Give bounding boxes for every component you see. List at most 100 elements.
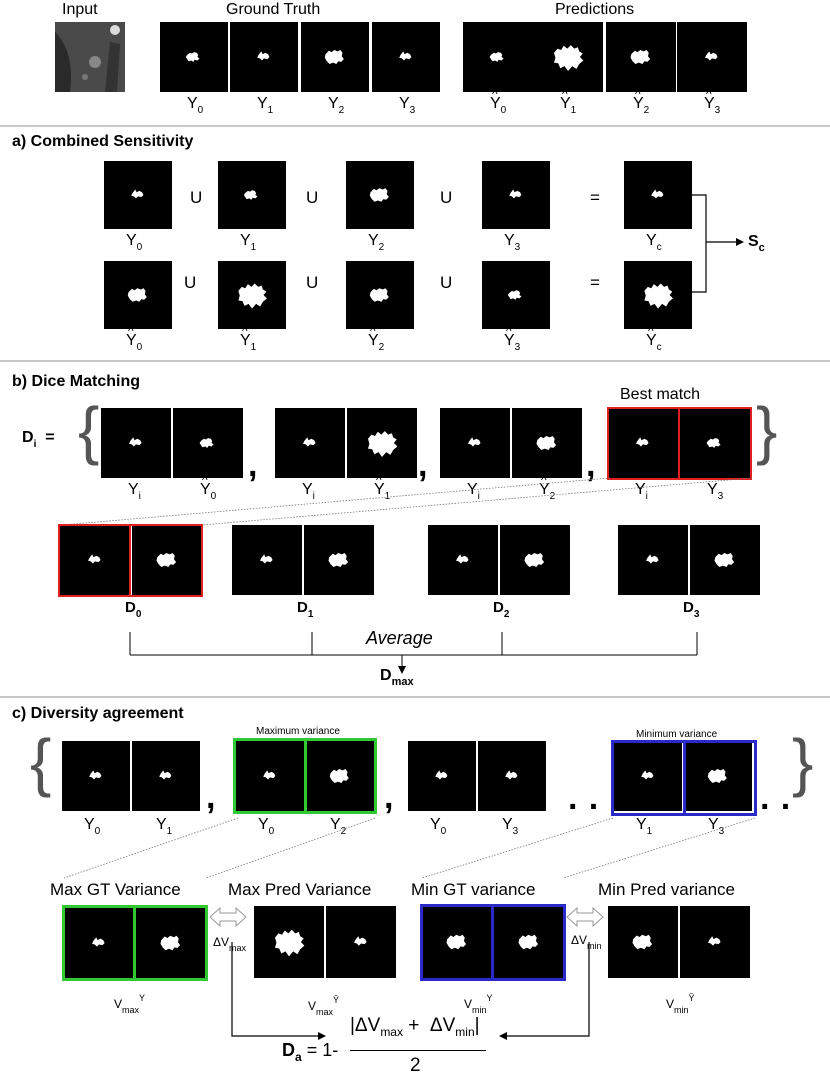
mask-image xyxy=(500,525,570,595)
mask-image xyxy=(428,525,498,595)
minimum-variance-label: Minimum variance xyxy=(636,729,718,740)
variance-connectors xyxy=(63,817,756,879)
vmin-y-label: VminY xyxy=(464,993,493,1015)
union-operator: U xyxy=(306,273,319,292)
ground-truth-title: Ground Truth xyxy=(226,1,321,18)
mask-image xyxy=(232,525,302,595)
sc-output: Sc xyxy=(748,233,765,255)
mask-label: Y3 xyxy=(504,232,521,254)
mask-image xyxy=(690,525,760,595)
left-brace: { xyxy=(30,726,52,798)
mask-image xyxy=(482,261,550,329)
mask-label: Y^3 xyxy=(704,87,721,116)
min-pred-variance-label: Min Pred variance xyxy=(598,880,736,899)
section-b-title: b) Dice Matching xyxy=(12,373,141,390)
formula-lhs: Da = 1- xyxy=(282,1040,339,1064)
maximum-variance-label: Maximum variance xyxy=(256,726,340,737)
mask-image xyxy=(478,741,546,811)
formula-arrows xyxy=(231,942,590,1040)
mask-image xyxy=(494,906,564,978)
mask-image xyxy=(347,408,417,478)
mask-label: Yc xyxy=(646,232,662,254)
mask-label: Y1 xyxy=(257,95,274,117)
mask-label: Y^0 xyxy=(490,87,507,116)
delta-vmax-label: ΔVmax xyxy=(213,935,247,953)
union-operator: U xyxy=(306,188,319,207)
mask-image xyxy=(463,22,533,92)
mask-image xyxy=(606,22,676,92)
equals-operator: = xyxy=(590,273,600,292)
vmax-y-label: VmaxY xyxy=(114,993,146,1015)
mask-label: Y1 xyxy=(636,816,653,838)
section-a-title: a) Combined Sensitivity xyxy=(12,133,194,150)
input-title: Input xyxy=(62,1,98,18)
min-gt-variance-label: Min GT variance xyxy=(411,880,536,899)
mask-image xyxy=(254,906,324,978)
min-gt-variance-divider xyxy=(491,904,494,981)
mask-image xyxy=(104,261,172,329)
comma-separator: , xyxy=(384,778,394,816)
mask-label: Y0 xyxy=(187,95,204,117)
input-ct-image xyxy=(55,22,125,92)
mask-image xyxy=(677,22,747,92)
mask-image xyxy=(684,741,752,811)
mask-label: Y0 xyxy=(258,816,275,838)
best-match-connector xyxy=(61,477,753,526)
mask-label: Yi xyxy=(635,481,648,503)
mask-image xyxy=(173,408,243,478)
mask-label: Y^1 xyxy=(374,473,391,502)
vmin-yhat-label: VminŶ xyxy=(666,993,695,1015)
union-operator: U xyxy=(190,188,203,207)
fraction-bar xyxy=(350,1050,486,1051)
mask-label: Y^3 xyxy=(707,473,724,502)
vmax-yhat-label: VmaxŶ xyxy=(308,995,340,1017)
mask-image xyxy=(440,408,510,478)
mask-label: Yi xyxy=(302,481,315,503)
comma-separator: , xyxy=(248,446,258,484)
mask-image xyxy=(533,22,603,92)
mask-label: Y0 xyxy=(430,816,447,838)
mask-label: Y0 xyxy=(126,232,143,254)
max-pred-variance-label: Max Pred Variance xyxy=(228,880,372,899)
max-variance-divider xyxy=(304,738,307,814)
section-c-title: c) Diversity agreement xyxy=(12,705,184,722)
formula-denominator: 2 xyxy=(410,1055,421,1076)
mask-image xyxy=(230,22,298,92)
mask-image xyxy=(218,161,286,229)
union-operator: U xyxy=(184,273,197,292)
union-operator: U xyxy=(440,188,453,207)
best-match-divider xyxy=(129,524,131,597)
double-arrow-icon xyxy=(566,906,604,928)
mask-label: Y1 xyxy=(156,816,173,838)
mask-image xyxy=(346,161,414,229)
dice-score-label: D2 xyxy=(493,599,510,621)
ellipsis: · · xyxy=(568,788,601,826)
mask-image xyxy=(304,525,374,595)
mask-label: Y1 xyxy=(240,232,257,254)
double-arrow-icon xyxy=(209,906,247,928)
mask-label: Y3 xyxy=(708,816,725,838)
mask-label: Y2 xyxy=(328,95,345,117)
mask-label: Yi xyxy=(128,481,141,503)
mask-label: Y^1 xyxy=(240,324,257,353)
separator xyxy=(0,696,830,698)
mask-image xyxy=(62,741,130,811)
max-gt-variance-divider xyxy=(133,905,136,981)
mask-label: Y^0 xyxy=(126,324,143,353)
mask-image xyxy=(624,161,692,229)
average-bracket xyxy=(129,632,698,674)
mask-image xyxy=(326,906,396,978)
mask-image xyxy=(160,22,228,92)
mask-image xyxy=(408,741,476,811)
mask-image xyxy=(104,161,172,229)
equals-operator: = xyxy=(590,188,600,207)
ellipsis: · · xyxy=(760,788,793,826)
left-brace: { xyxy=(78,394,100,466)
mask-label: Y^1 xyxy=(560,87,577,116)
mask-image xyxy=(132,741,200,811)
delta-vmin-label: ΔVmin xyxy=(571,933,602,951)
mask-image xyxy=(301,22,369,92)
combine-arrow xyxy=(690,194,744,293)
mask-image xyxy=(624,261,692,329)
dice-score-label: D3 xyxy=(683,599,700,621)
